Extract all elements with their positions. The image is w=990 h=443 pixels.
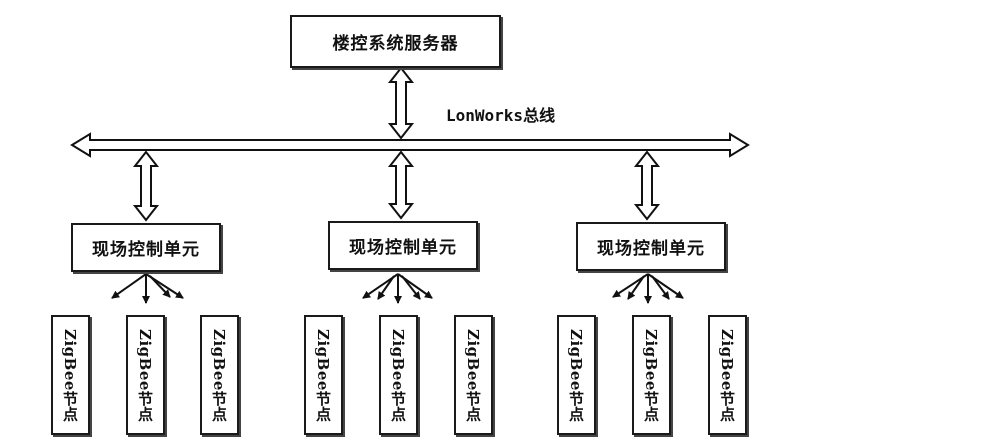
unit-3-fanout-left-2	[627, 275, 645, 300]
zigbee-node-label: ZigBee节点	[210, 328, 228, 422]
field-control-unit-3: 现场控制单元	[576, 222, 726, 271]
zigbee-node: ZigBee节点	[51, 315, 90, 435]
server-box: 楼控系统服务器	[290, 15, 501, 68]
field-control-unit-label: 现场控制单元	[597, 239, 705, 259]
unit-1-fanout-left	[111, 273, 147, 299]
zigbee-node: ZigBee节点	[304, 315, 343, 435]
field-control-unit-2: 现场控制单元	[328, 221, 478, 270]
zigbee-node-label: ZigBee节点	[61, 328, 79, 422]
unit-1-fanout-right-2	[149, 275, 171, 298]
zigbee-node-label: ZigBee节点	[464, 328, 482, 422]
zigbee-node: ZigBee节点	[557, 315, 596, 435]
zigbee-node: ZigBee节点	[632, 315, 671, 435]
unit-3-fanout-right-2	[651, 275, 670, 300]
bus-unit-link-arrow-2	[387, 150, 415, 220]
zigbee-node-label: ZigBee节点	[136, 328, 154, 422]
zigbee-node: ZigBee节点	[126, 315, 165, 435]
zigbee-node: ZigBee节点	[708, 315, 747, 435]
field-control-unit-label: 现场控制单元	[349, 238, 457, 258]
lonworks-bus-arrow	[70, 132, 750, 158]
bus-unit-link-arrow-1	[132, 150, 160, 222]
server-bus-link-arrow	[387, 66, 415, 140]
zigbee-node: ZigBee节点	[200, 315, 239, 435]
unit-2-fanout-left-2	[377, 275, 395, 300]
server-label: 楼控系统服务器	[332, 34, 459, 54]
field-control-unit-1: 现场控制单元	[71, 223, 221, 272]
bus-label: LonWorks总线	[446, 106, 556, 125]
zigbee-node-label: ZigBee节点	[389, 328, 407, 422]
unit-2-fanout-right-2	[401, 275, 421, 300]
zigbee-node-label: ZigBee节点	[314, 328, 332, 422]
zigbee-node-label: ZigBee节点	[642, 328, 660, 422]
zigbee-node-label: ZigBee节点	[567, 328, 585, 422]
bus-unit-link-arrow-3	[633, 150, 661, 221]
field-control-unit-label: 现场控制单元	[92, 240, 200, 260]
zigbee-node-label: ZigBee节点	[718, 328, 736, 422]
zigbee-node: ZigBee节点	[454, 315, 493, 435]
zigbee-node: ZigBee节点	[379, 315, 418, 435]
